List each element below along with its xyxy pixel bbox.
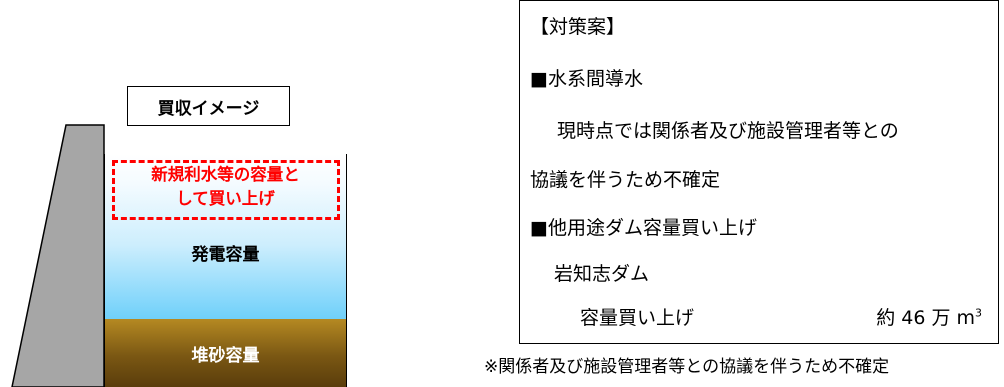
- water-area: 新規利水等の容量と して買い上げ 発電容量: [105, 154, 346, 319]
- item2-value-text: 約 46 万 m: [876, 307, 975, 329]
- dam-body: [11, 124, 105, 387]
- item1-line-2: 協議を伴うため不確定: [530, 169, 721, 191]
- countermeasure-box: 【対策案】 ■水系間導水 現時点では関係者及び施設管理者等との 協議を伴うため不…: [519, 0, 999, 344]
- new-capacity-label: 新規利水等の容量と して買い上げ: [105, 163, 346, 211]
- sediment-capacity-label: 堆砂容量: [191, 345, 260, 366]
- sediment-capacity: 堆砂容量: [105, 319, 346, 387]
- item2-dam-name: 岩知志ダム: [554, 263, 650, 285]
- reservoir: 新規利水等の容量と して買い上げ 発電容量 堆砂容量: [104, 154, 347, 387]
- item2-title: ■他用途ダム容量買い上げ: [530, 217, 757, 239]
- item2-unit-superscript: 3: [975, 306, 982, 320]
- item2-label: 容量買い上げ: [580, 307, 695, 329]
- purchase-image-title: 買収イメージ: [127, 86, 290, 126]
- new-capacity-region: [112, 160, 340, 220]
- footnote: ※関係者及び施設管理者等との協議を伴うため不確定: [484, 357, 890, 377]
- power-capacity-label: 発電容量: [191, 245, 260, 265]
- new-capacity-line-2: して買い上げ: [176, 189, 275, 208]
- plan-heading: 【対策案】: [530, 16, 626, 38]
- new-capacity-line-1: 新規利水等の容量と: [151, 165, 300, 184]
- item1-line-1: 現時点では関係者及び施設管理者等との: [557, 120, 899, 142]
- item1-title: ■水系間導水: [530, 68, 643, 90]
- item2-value: 約 46 万 m3: [876, 303, 982, 330]
